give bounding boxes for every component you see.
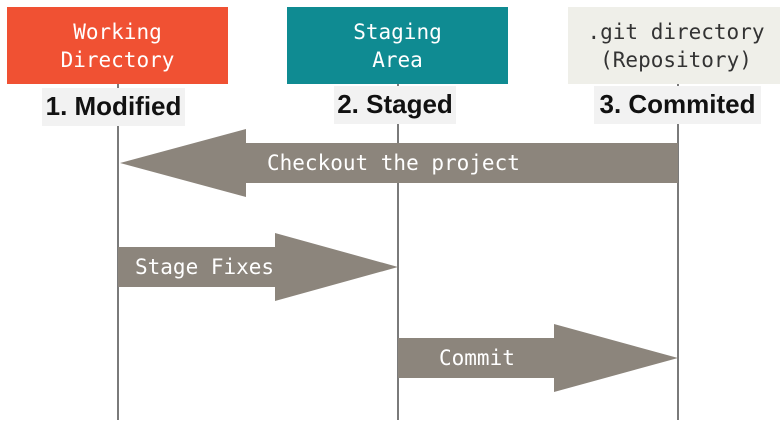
box-staging-area: Staging Area	[287, 7, 508, 84]
box-repository-line-1: .git directory	[587, 20, 764, 44]
state-label-commited: 3. Commited	[599, 89, 755, 119]
box-repository-line-2: (Repository)	[600, 48, 752, 72]
arrow-checkout-the-project	[120, 129, 678, 197]
state-label-modified-bg	[42, 88, 185, 126]
arrow-checkout-the-project-label: Checkout the project	[267, 151, 520, 175]
box-working-directory-line-1: Working	[73, 20, 162, 44]
box-working-directory-line-2: Directory	[61, 48, 175, 72]
box-staging-area-line-1: Staging	[353, 20, 442, 44]
state-label-staged-bg	[334, 86, 456, 124]
box-staging-area-bg	[287, 7, 508, 84]
arrow-stage-fixes-label: Stage Fixes	[135, 255, 274, 279]
arrow-stage-fixes	[118, 233, 398, 301]
box-repository: .git directory (Repository)	[568, 7, 780, 84]
arrow-commit	[398, 324, 678, 392]
box-repository-bg	[568, 7, 780, 84]
box-working-directory: Working Directory	[7, 7, 228, 84]
box-working-directory-bg	[7, 7, 228, 84]
state-label-staged: 2. Staged	[337, 89, 453, 119]
state-label-modified: 1. Modified	[46, 91, 182, 121]
state-label-commited-bg	[594, 86, 761, 124]
box-staging-area-line-2: Area	[372, 48, 423, 72]
arrow-commit-label: Commit	[439, 346, 515, 370]
